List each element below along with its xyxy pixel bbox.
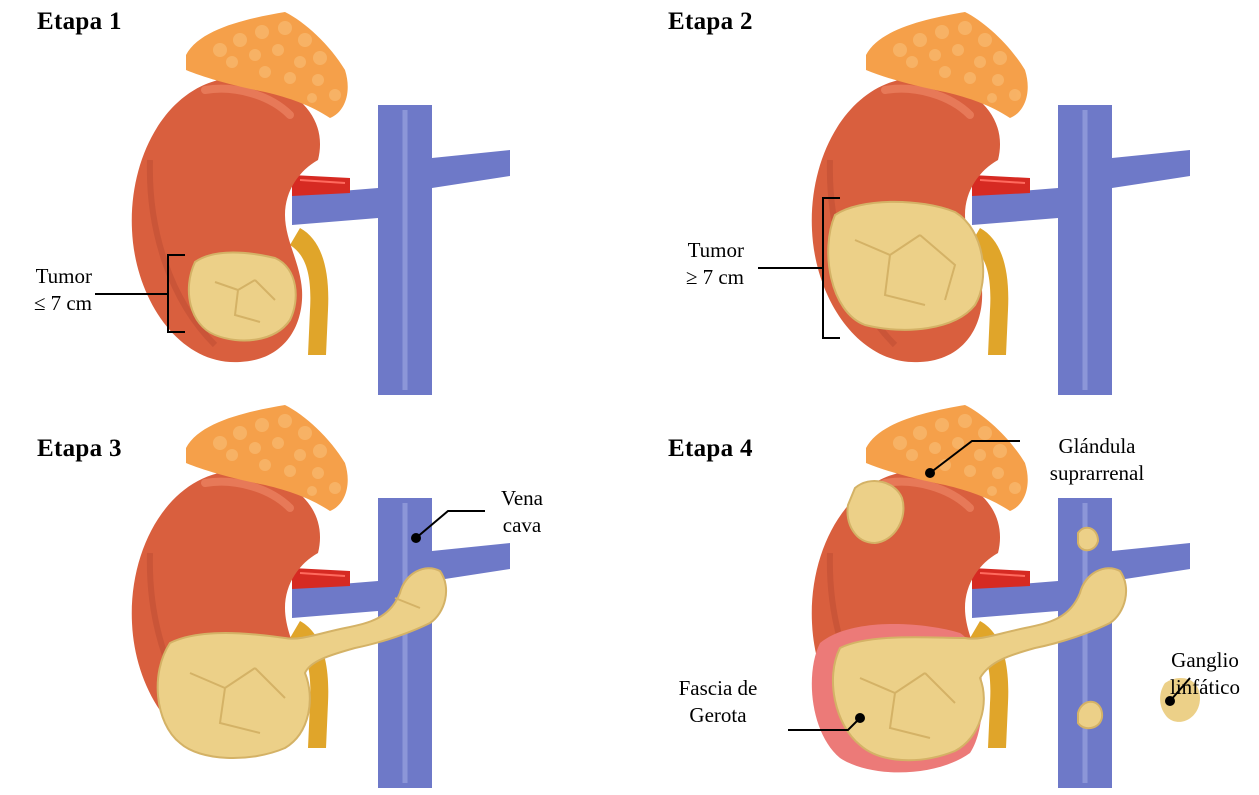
stage-3-panel: Etapa 3 Vena cava [0,405,600,795]
tumor-small [189,253,296,341]
tumor-size-label: Tumor ≤ 7 cm [16,263,92,317]
stage-4-panel: Etapa 4 Glándula suprarrenal Ganglio lin… [632,405,1232,795]
vena-cava-label: Vena cava [482,485,562,539]
adrenal-gland-label: Glándula suprarrenal [1022,433,1172,487]
stage-2-illustration [680,0,1259,400]
stage-2-panel: Etapa 2 Tumor ≥ 7 cm [632,0,1232,390]
tumor-size-label: Tumor ≥ 7 cm [662,237,744,291]
stage-1-illustration [0,0,600,400]
stage-3-illustration [0,393,600,793]
lymph-node-label: Ganglio linfático [1155,647,1255,701]
stage-1-panel: Etapa 1 Tumor ≤ 7 cm [0,0,600,390]
gerota-fascia-label: Fascia de Gerota [668,675,768,729]
stage-4-illustration [680,393,1259,793]
tumor-large [828,202,983,330]
